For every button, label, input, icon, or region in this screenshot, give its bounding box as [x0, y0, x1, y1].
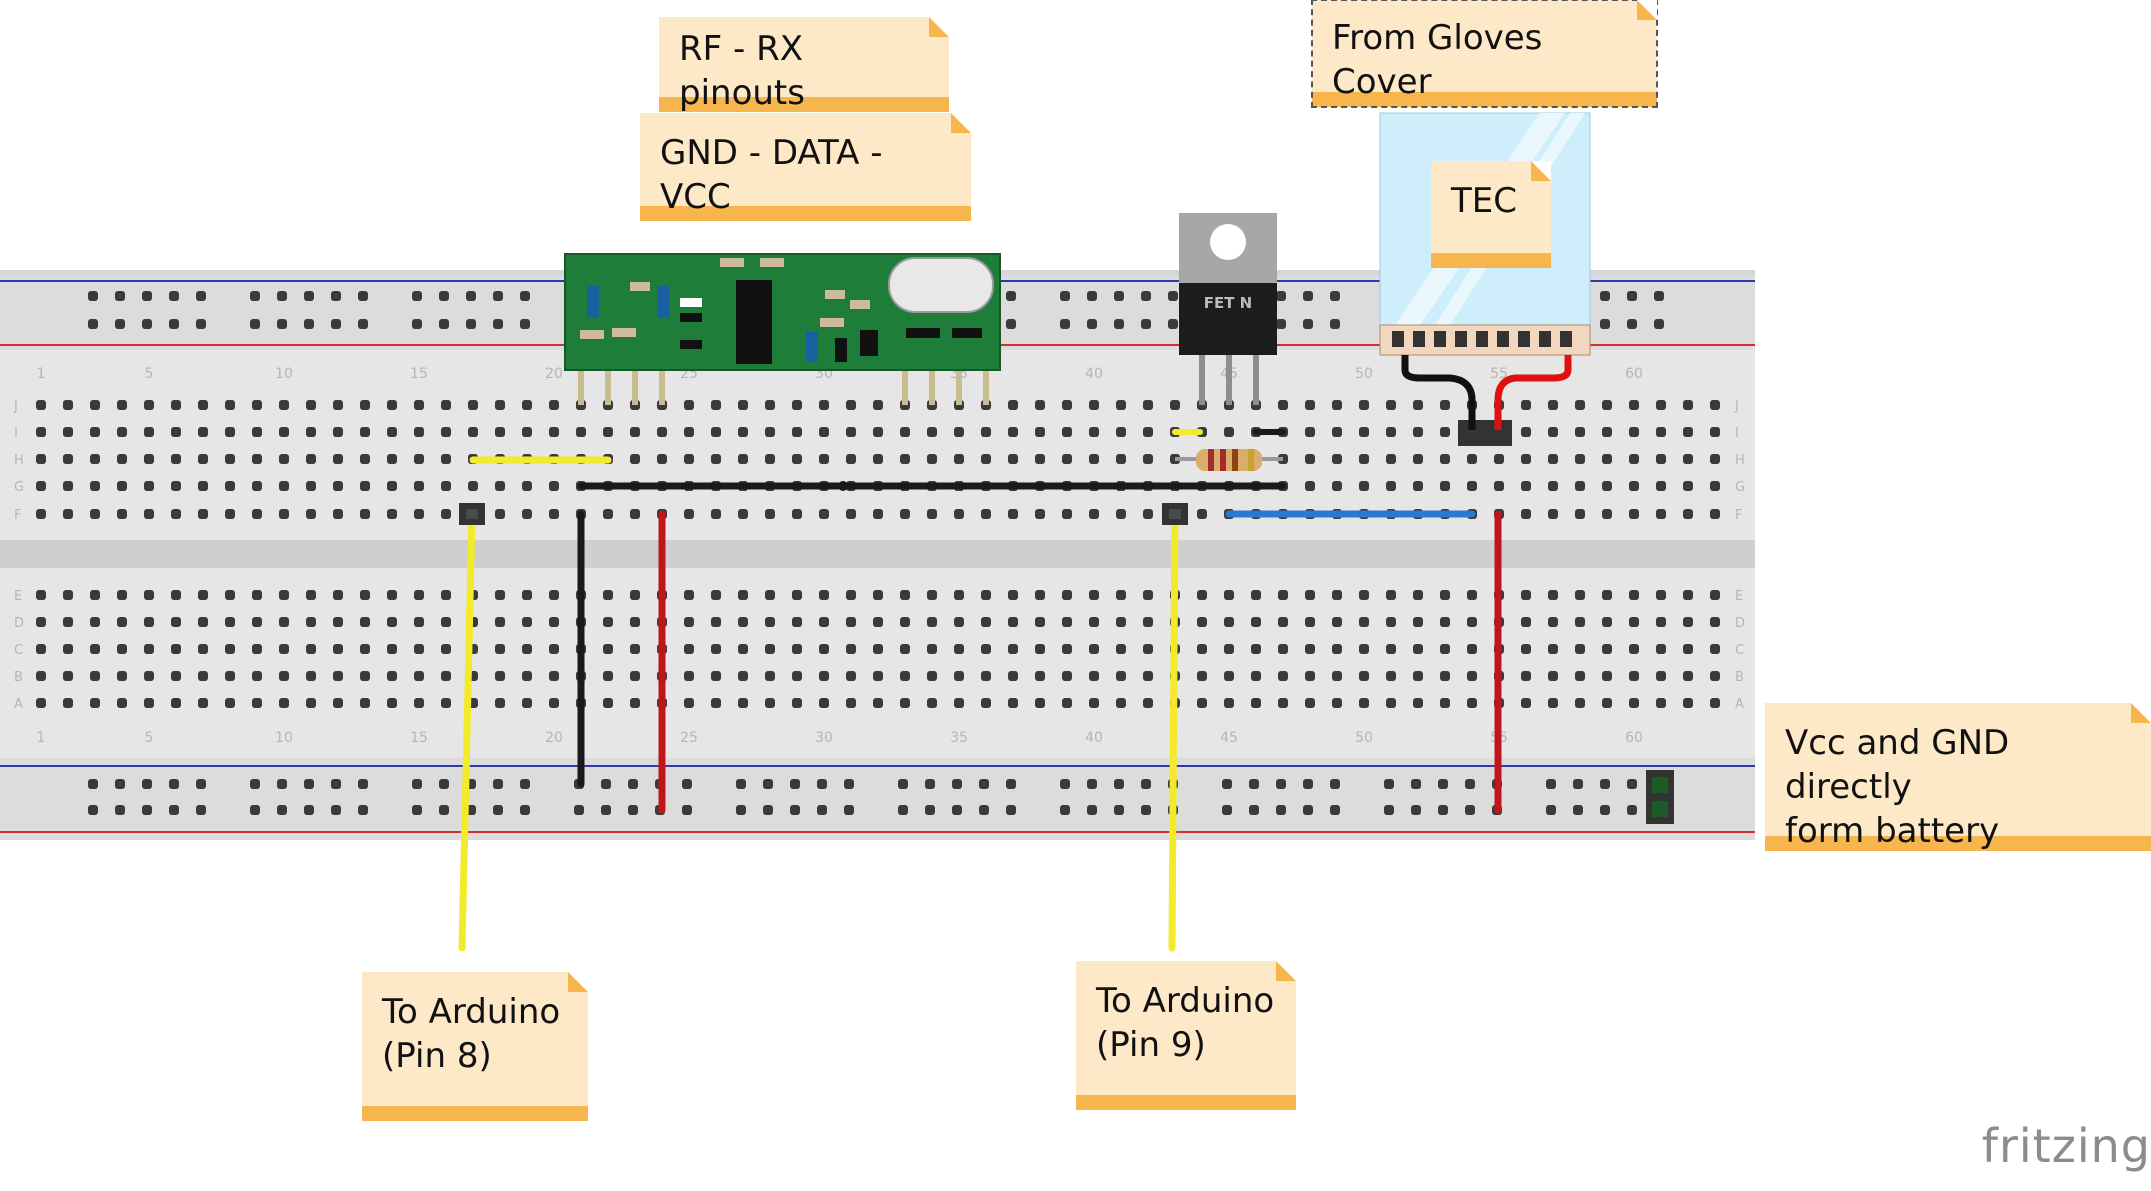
- row-letter-left: B: [14, 670, 23, 685]
- column-number-top: 40: [1085, 366, 1103, 382]
- note-vcc-gnd-line2: form battery: [1785, 811, 2000, 851]
- note-pinout-text: GND - DATA - VCC: [660, 133, 883, 217]
- row-letter-right: A: [1735, 697, 1744, 712]
- column-number-bottom: 30: [815, 730, 833, 746]
- note-from-gloves-cover[interactable]: From Gloves Cover: [1311, 0, 1658, 108]
- column-number-top: 55: [1490, 366, 1508, 382]
- column-number-top: 15: [410, 366, 428, 382]
- row-letter-left: A: [14, 697, 23, 712]
- row-letter-right: E: [1735, 589, 1743, 604]
- rf-receiver-module: [564, 253, 1001, 405]
- row-letter-left: C: [14, 643, 23, 658]
- row-letter-left: G: [14, 480, 24, 495]
- wires: [458, 429, 1502, 952]
- row-letter-left: D: [14, 616, 24, 631]
- column-number-bottom: 45: [1220, 730, 1238, 746]
- row-letter-right: I: [1735, 426, 1739, 441]
- fritzing-logo: fritzing: [1981, 1119, 2151, 1173]
- note-to-arduino-pin8[interactable]: To Arduino (Pin 8): [362, 972, 588, 1121]
- note-pinout-order[interactable]: GND - DATA - VCC: [640, 113, 971, 221]
- column-number-bottom: 40: [1085, 730, 1103, 746]
- note-arduino9-line2: (Pin 9): [1096, 1025, 1206, 1065]
- note-gloves-text: From Gloves Cover: [1332, 18, 1543, 102]
- header-markers: [459, 420, 1674, 824]
- column-number-top: 5: [145, 366, 154, 382]
- row-letter-right: J: [1734, 399, 1739, 414]
- wire-bend-point: [838, 481, 848, 491]
- note-rf-rx-pinouts[interactable]: RF - RX pinouts: [659, 17, 949, 113]
- column-number-bottom: 25: [680, 730, 698, 746]
- column-number-bottom: 5: [145, 730, 154, 746]
- column-number-bottom: 50: [1355, 730, 1373, 746]
- column-number-top: 10: [275, 366, 293, 382]
- column-number-bottom: 1: [37, 730, 46, 746]
- column-number-top: 1: [37, 366, 46, 382]
- row-letter-right: H: [1735, 453, 1745, 468]
- row-letter-left: E: [14, 589, 22, 604]
- column-number-top: 20: [545, 366, 563, 382]
- fet-transistor: FET N: [1179, 213, 1277, 405]
- note-arduino8-line2: (Pin 8): [382, 1036, 492, 1076]
- column-number-bottom: 10: [275, 730, 293, 746]
- fet-label: FET N: [1204, 294, 1253, 312]
- column-number-top: 50: [1355, 366, 1373, 382]
- note-arduino9-line1: To Arduino: [1096, 981, 1275, 1021]
- row-letter-left: J: [13, 399, 18, 414]
- note-tec-text: TEC: [1451, 181, 1517, 221]
- column-number-top: 60: [1625, 366, 1643, 382]
- wire-yellow-pin8: [458, 510, 476, 952]
- row-letter-left: H: [14, 453, 24, 468]
- column-number-bottom: 35: [950, 730, 968, 746]
- breadboard-column-labels: 1155101015152020252530303535404045455050…: [37, 366, 1643, 746]
- note-vcc-gnd-battery[interactable]: Vcc and GND directly form battery: [1765, 703, 2151, 851]
- note-tec[interactable]: TEC: [1431, 161, 1551, 268]
- row-letter-right: G: [1735, 480, 1745, 495]
- row-letter-left: I: [14, 426, 18, 441]
- row-letter-left: F: [14, 508, 21, 523]
- note-rf-rx-text: RF - RX pinouts: [679, 29, 805, 113]
- row-letter-right: F: [1735, 508, 1742, 523]
- column-number-bottom: 15: [410, 730, 428, 746]
- row-letter-right: D: [1735, 616, 1745, 631]
- row-letter-right: C: [1735, 643, 1744, 658]
- resistor: [1175, 449, 1283, 471]
- row-letter-right: B: [1735, 670, 1744, 685]
- wire-yellow-pin9: [1168, 510, 1179, 952]
- header-tec: [1458, 420, 1512, 446]
- note-to-arduino-pin9[interactable]: To Arduino (Pin 9): [1076, 961, 1296, 1110]
- column-number-bottom: 60: [1625, 730, 1643, 746]
- note-arduino8-line1: To Arduino: [382, 992, 561, 1032]
- note-vcc-gnd-line1: Vcc and GND directly: [1785, 723, 2010, 807]
- column-number-bottom: 20: [545, 730, 563, 746]
